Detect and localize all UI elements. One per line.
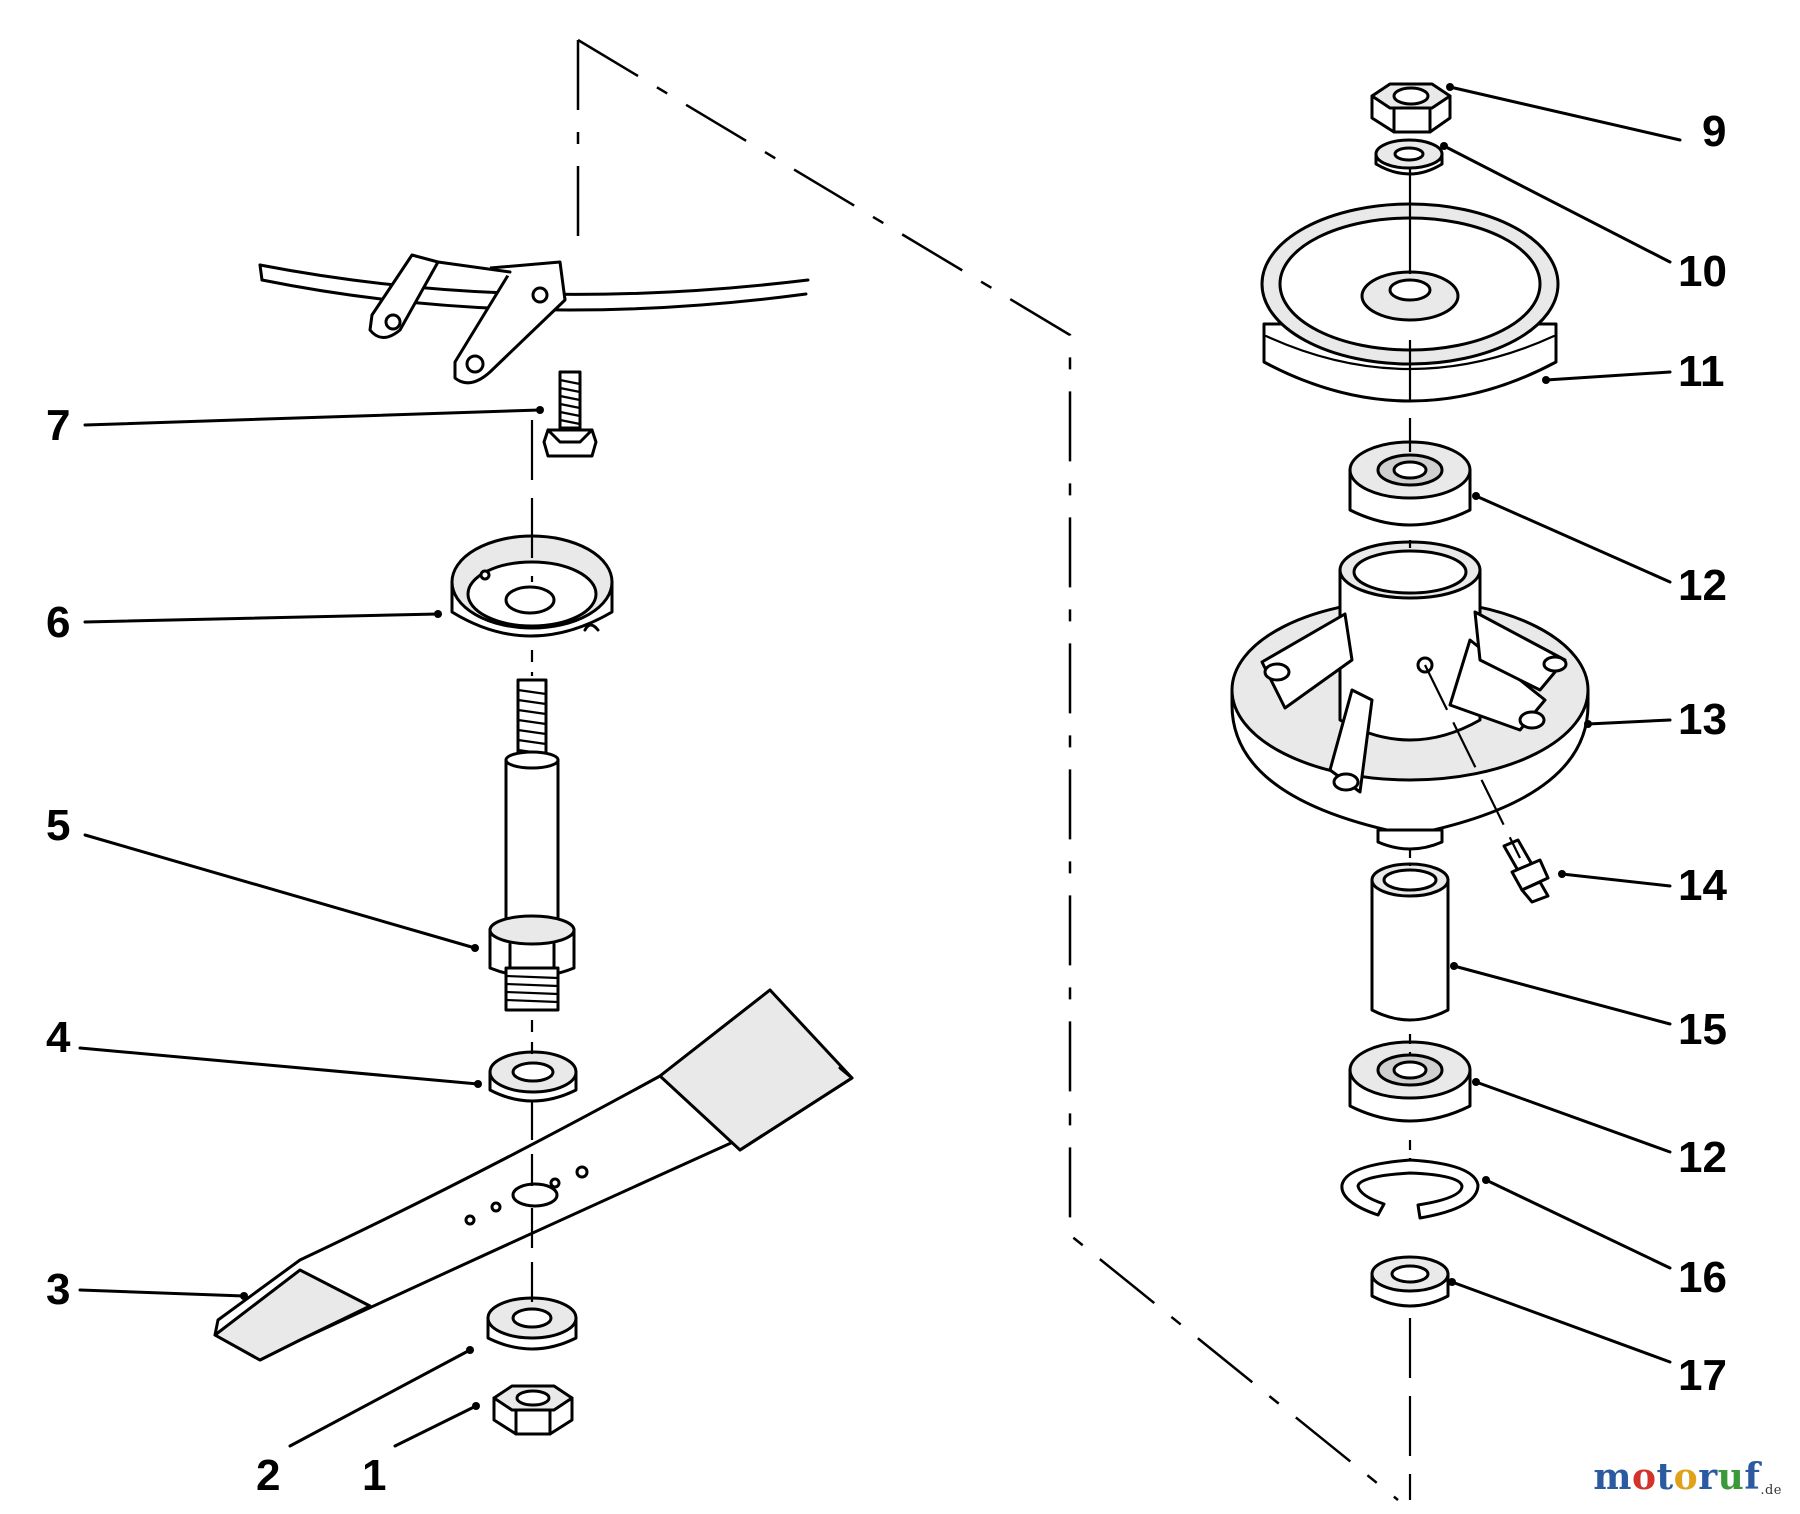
watermark-letter: f bbox=[1744, 1456, 1761, 1498]
part-16-retaining-ring bbox=[1340, 1158, 1480, 1220]
part-3-mower-blade bbox=[213, 988, 854, 1362]
callout-13: 13 bbox=[1678, 695, 1727, 744]
part-12-bearing-upper bbox=[1348, 440, 1472, 527]
watermark-letter: r bbox=[1698, 1456, 1718, 1498]
part-4-washer bbox=[488, 1050, 578, 1103]
callout-7: 7 bbox=[46, 401, 70, 450]
watermark-letter: o bbox=[1673, 1456, 1699, 1498]
callout-9: 9 bbox=[1702, 107, 1726, 156]
watermark-letter: m bbox=[1593, 1456, 1633, 1498]
callout-10: 10 bbox=[1678, 247, 1727, 296]
callout-6: 6 bbox=[46, 598, 70, 647]
watermark-suffix: .de bbox=[1760, 1483, 1782, 1498]
callout-12-upper: 12 bbox=[1678, 561, 1727, 610]
callout-11: 11 bbox=[1678, 347, 1725, 396]
part-17-spacer-bushing bbox=[1370, 1255, 1450, 1308]
watermark-letter: o bbox=[1632, 1456, 1657, 1498]
part-6-spacer-cup bbox=[450, 534, 614, 638]
part-15-spacer-tube bbox=[1370, 862, 1450, 1022]
callout-12-lower: 12 bbox=[1678, 1133, 1727, 1182]
watermark-letter: t bbox=[1656, 1456, 1674, 1498]
callout-5: 5 bbox=[46, 801, 70, 850]
callout-1: 1 bbox=[362, 1451, 386, 1500]
callout-3: 3 bbox=[46, 1265, 70, 1314]
watermark-letter: u bbox=[1717, 1456, 1745, 1498]
watermark-logo: motoruf.de bbox=[1593, 1456, 1782, 1498]
part-12-bearing-lower bbox=[1348, 1040, 1472, 1123]
part-1-nut bbox=[492, 1384, 574, 1436]
deck-mounting-bracket bbox=[368, 253, 567, 385]
callout-14: 14 bbox=[1678, 861, 1727, 910]
part-5-spindle-shaft bbox=[488, 678, 576, 1012]
part-10-lock-washer bbox=[1374, 138, 1444, 176]
part-13-spindle-housing bbox=[1230, 540, 1590, 851]
callout-17: 17 bbox=[1678, 1351, 1727, 1400]
callout-2: 2 bbox=[256, 1451, 280, 1500]
callout-16: 16 bbox=[1678, 1253, 1727, 1302]
part-2-washer bbox=[486, 1296, 578, 1351]
leader-lines bbox=[78, 83, 1682, 1448]
part-9-nut bbox=[1370, 82, 1452, 134]
part-14-grease-fitting bbox=[1502, 838, 1550, 904]
callout-4: 4 bbox=[46, 1013, 71, 1062]
part-7-bolt bbox=[542, 370, 598, 458]
assembly-frame-dashdot bbox=[576, 38, 1399, 1501]
callout-15: 15 bbox=[1678, 1005, 1727, 1054]
